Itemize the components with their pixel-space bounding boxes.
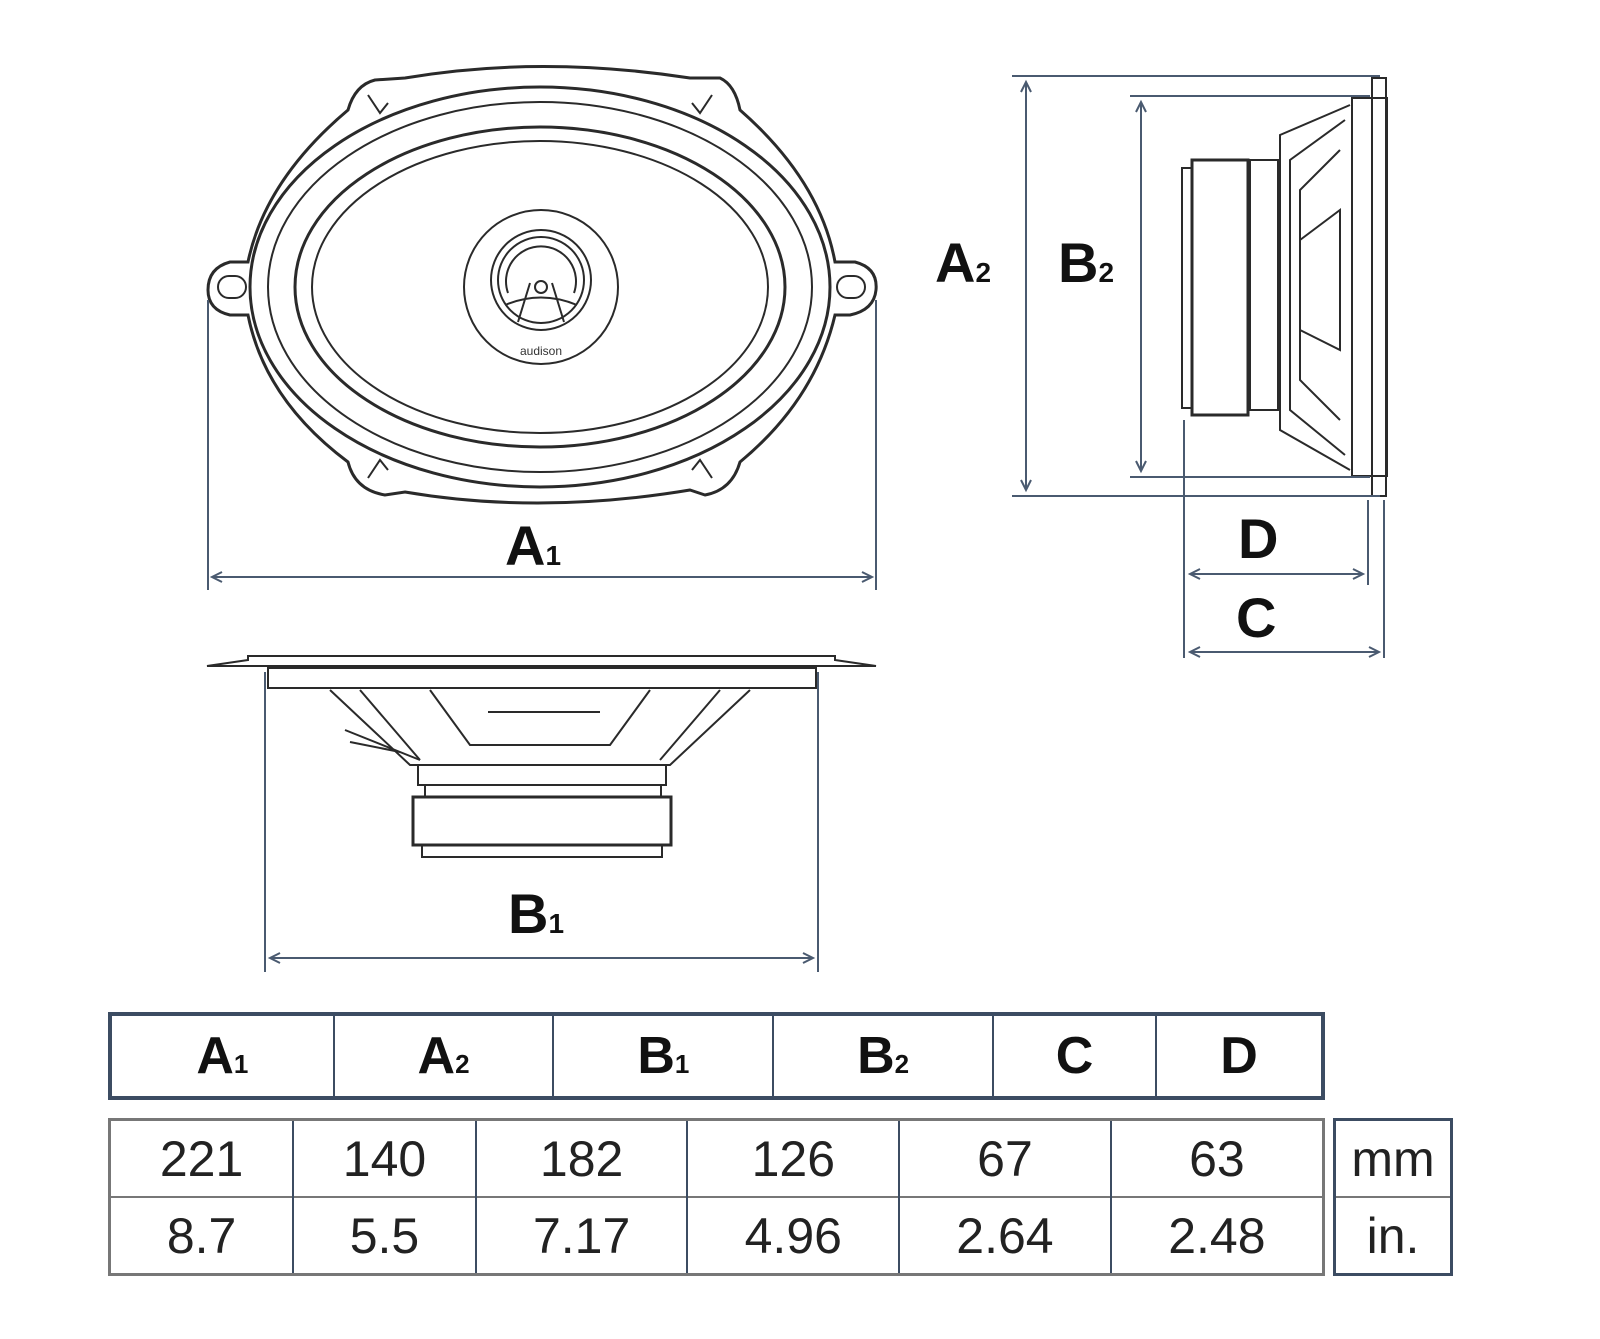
table-cell: 4.96 xyxy=(686,1196,900,1275)
table-cell: 7.17 xyxy=(474,1196,688,1275)
dimension-b1: B1 xyxy=(264,672,819,972)
unit-column: mm in. xyxy=(1333,1118,1453,1276)
dimension-a2: A2 xyxy=(935,75,1380,497)
table-cell: 8.7 xyxy=(109,1196,294,1275)
dimension-table-values: 221 140 182 126 67 63 8.7 5.5 7.17 4.96 … xyxy=(108,1118,1325,1276)
dimension-d: D xyxy=(1183,420,1369,658)
table-row-mm: 221 140 182 126 67 63 xyxy=(110,1119,1324,1197)
unit-in: in. xyxy=(1334,1196,1452,1275)
label-a1: A1 xyxy=(505,514,561,577)
header-b1: B1 xyxy=(552,1014,774,1098)
unit-mm: mm xyxy=(1351,1130,1435,1187)
header-c: C xyxy=(991,1014,1156,1098)
label-b1: B1 xyxy=(508,882,564,945)
table-cell: 67 xyxy=(898,1119,1111,1197)
dimension-b2: B2 xyxy=(1058,95,1370,478)
label-a2: A2 xyxy=(935,231,991,294)
table-cell: 63 xyxy=(1109,1119,1324,1197)
header-b2: B2 xyxy=(772,1014,993,1098)
table-cell: 5.5 xyxy=(292,1196,476,1275)
header-a2: A2 xyxy=(332,1014,554,1098)
dimension-a1: A1 xyxy=(207,300,877,590)
table-cell: 182 xyxy=(474,1119,688,1197)
side-view-bottom xyxy=(206,655,877,858)
table-cell: 2.64 xyxy=(898,1196,1111,1275)
label-b2: B2 xyxy=(1058,231,1114,294)
label-c: C xyxy=(1236,586,1276,649)
table-row-in: 8.7 5.5 7.17 4.96 2.64 2.48 xyxy=(109,1196,1324,1275)
dimension-c: C xyxy=(1187,500,1385,658)
table-cell: 221 xyxy=(159,1130,244,1187)
label-d: D xyxy=(1238,507,1278,570)
front-view: audison xyxy=(206,65,878,505)
table-cell: 140 xyxy=(292,1119,476,1197)
table-cell: 126 xyxy=(686,1119,900,1197)
side-view-right xyxy=(1181,77,1388,497)
header-a1: A1 xyxy=(196,1027,249,1085)
table-cell: 2.48 xyxy=(1109,1196,1324,1275)
header-d: D xyxy=(1155,1014,1323,1098)
brand-logo-text: audison xyxy=(520,344,562,358)
dimension-table-header: A1 A2 B1 B2 C D xyxy=(108,1012,1325,1100)
